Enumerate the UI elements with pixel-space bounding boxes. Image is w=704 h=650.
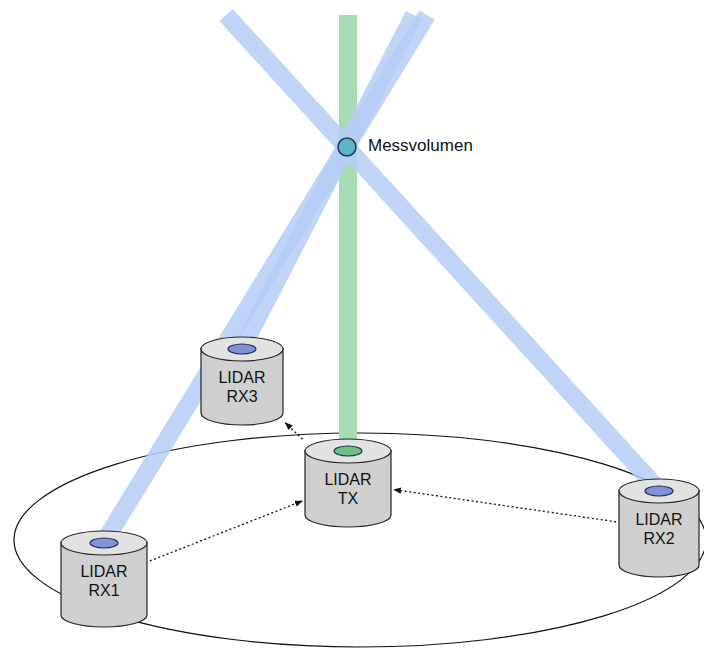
- receive-beam: [104, 15, 427, 542]
- cylinder-top: [305, 439, 391, 463]
- cylinder-top: [61, 531, 147, 555]
- device-label: LIDAR RX2: [628, 510, 690, 548]
- measurement-volume: [338, 138, 356, 156]
- lens: [334, 446, 362, 456]
- lidar-cylinder: LIDAR RX1: [60, 530, 148, 628]
- lens: [90, 538, 118, 548]
- cylinder-top: [619, 479, 699, 503]
- cylinder-top: [201, 337, 283, 361]
- lidar-cylinder: LIDAR RX2: [618, 478, 700, 578]
- transmit-beam: [339, 15, 357, 452]
- dotted-arrow: [150, 501, 302, 561]
- lidar-cylinder: LIDAR RX3: [200, 336, 284, 426]
- receive-beam: [226, 15, 659, 490]
- dotted-arrow: [394, 490, 616, 522]
- lidar-cylinder: LIDAR TX: [304, 438, 392, 528]
- dotted-arrow: [285, 423, 302, 439]
- device-label: LIDAR RX3: [211, 368, 273, 406]
- lens: [645, 486, 673, 496]
- device-label: LIDAR RX1: [73, 562, 135, 600]
- lens: [228, 344, 256, 354]
- device-label: LIDAR TX: [317, 470, 379, 508]
- volume-label: Messvolumen: [368, 136, 473, 156]
- ground-circle: [14, 433, 704, 647]
